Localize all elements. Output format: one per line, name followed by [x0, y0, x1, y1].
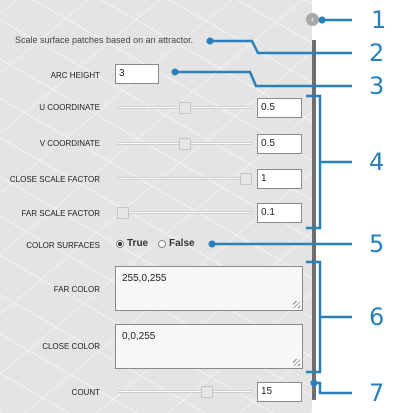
panel-description: Scale surface patches based on an attrac… [15, 35, 194, 45]
arc-height-label: ARC HEIGHT [50, 71, 100, 80]
v-coordinate-label: V COORDINATE [39, 139, 100, 148]
count-input[interactable]: 15 [257, 382, 302, 402]
v-coordinate-input[interactable]: 0.5 [257, 134, 302, 154]
callout-line-7 [314, 381, 352, 395]
u-coordinate-input[interactable]: 0.5 [257, 98, 302, 118]
callout-number-7: 7 [369, 379, 385, 407]
v-coordinate-slider-thumb[interactable] [178, 138, 191, 150]
callout-dot-2 [206, 37, 214, 45]
far-color-textarea[interactable]: 255,0,255 [115, 266, 303, 311]
count-slider-thumb[interactable] [200, 386, 213, 398]
settings-panel: Scale surface patches based on an attrac… [0, 0, 312, 413]
callout-number-4: 4 [369, 148, 385, 176]
callout-number-6: 6 [369, 303, 385, 331]
far-color-value: 255,0,255 [122, 273, 167, 284]
u-coordinate-label: U COORDINATE [39, 103, 100, 112]
far-scale-factor-slider-thumb[interactable] [117, 207, 129, 219]
count-label: COUNT [71, 388, 100, 397]
callout-dot-5 [208, 240, 216, 248]
count-slider-track[interactable] [117, 390, 252, 393]
callout-line-2 [210, 39, 352, 55]
resize-grip-icon[interactable] [293, 301, 300, 308]
color-surfaces-true-label[interactable]: True [127, 238, 149, 249]
scrollbar[interactable] [312, 40, 316, 400]
far-scale-factor-input[interactable]: 0.1 [257, 203, 302, 223]
close-color-textarea[interactable]: 0,0,255 [115, 324, 303, 369]
u-coordinate-slider-thumb[interactable] [178, 102, 191, 114]
color-surfaces-false-label[interactable]: False [169, 238, 195, 249]
close-scale-factor-slider-thumb[interactable] [240, 173, 252, 185]
callout-number-2: 2 [369, 39, 385, 67]
callout-line-3 [175, 70, 352, 88]
callout-number-1: 1 [371, 6, 387, 34]
color-surfaces-label: COLOR SURFACES [26, 241, 100, 250]
color-surfaces-true-radio[interactable] [116, 240, 124, 248]
far-scale-factor-label: FAR SCALE FACTOR [21, 209, 100, 218]
far-color-label: FAR COLOR [53, 285, 100, 294]
close-scale-factor-label: CLOSE SCALE FACTOR [9, 175, 100, 184]
callout-number-5: 5 [369, 230, 385, 258]
callout-dot-7 [310, 379, 318, 387]
close-color-value: 0,0,255 [122, 331, 156, 342]
arc-height-input[interactable]: 3 [115, 64, 159, 84]
callout-dot-3 [171, 68, 179, 76]
close-scale-factor-input[interactable]: 1 [257, 169, 302, 189]
circle-arrow-left-icon[interactable]: ‹ [306, 13, 319, 26]
callout-dot-1 [318, 16, 326, 24]
callout-number-3: 3 [369, 72, 385, 100]
callout-bracket-4 [306, 94, 322, 230]
close-color-label: CLOSE COLOR [42, 342, 100, 351]
color-surfaces-false-radio[interactable] [158, 240, 166, 248]
callout-bracket-6 [306, 260, 322, 374]
resize-grip-icon[interactable] [293, 359, 300, 366]
